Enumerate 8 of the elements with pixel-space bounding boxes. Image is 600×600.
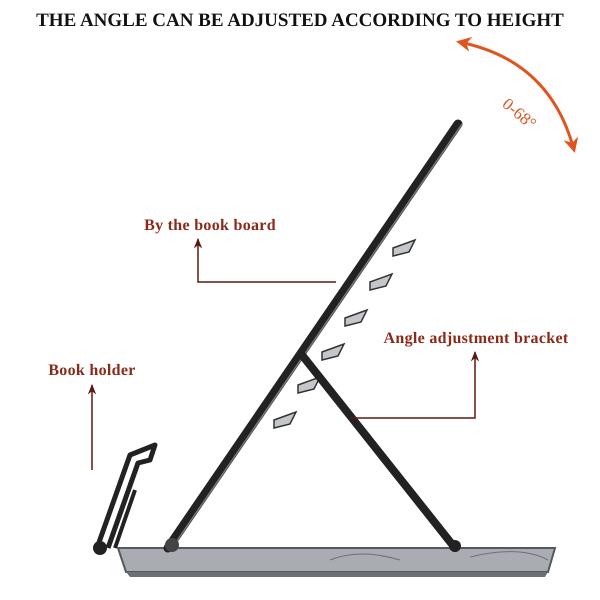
angle-label: 0-68°: [498, 94, 540, 134]
callout-label: By the book board: [144, 217, 276, 235]
leader-line: [350, 350, 480, 419]
leader-line: [194, 238, 336, 283]
callout-label: Book holder: [48, 362, 136, 380]
callout-label: Angle adjustment bracket: [384, 330, 568, 348]
title: THE ANGLE CAN BE ADJUSTED ACCORDING TO HEIGHT: [35, 10, 565, 32]
leader-line: [88, 384, 96, 470]
